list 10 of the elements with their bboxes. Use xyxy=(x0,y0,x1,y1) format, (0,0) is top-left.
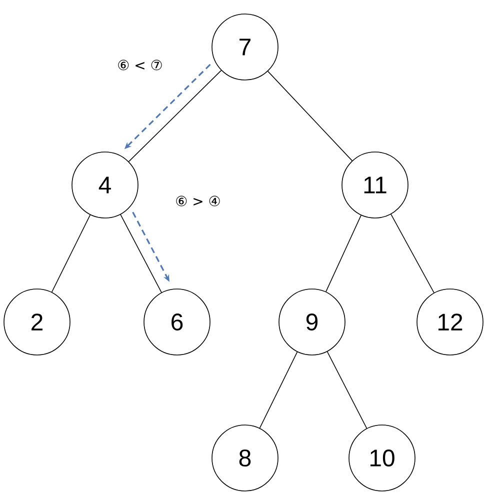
tree-edge xyxy=(259,352,298,428)
tree-edge xyxy=(128,70,222,162)
tree-edge xyxy=(326,214,362,292)
edge-label: ⑥ < ⑦ xyxy=(116,58,164,72)
tree-edge xyxy=(326,351,368,429)
tree-edge xyxy=(268,70,352,162)
tree-edge xyxy=(120,214,162,293)
edge-label: ⑥ > ④ xyxy=(174,194,222,208)
tree-edge xyxy=(390,214,434,294)
tree-edge xyxy=(51,214,91,292)
